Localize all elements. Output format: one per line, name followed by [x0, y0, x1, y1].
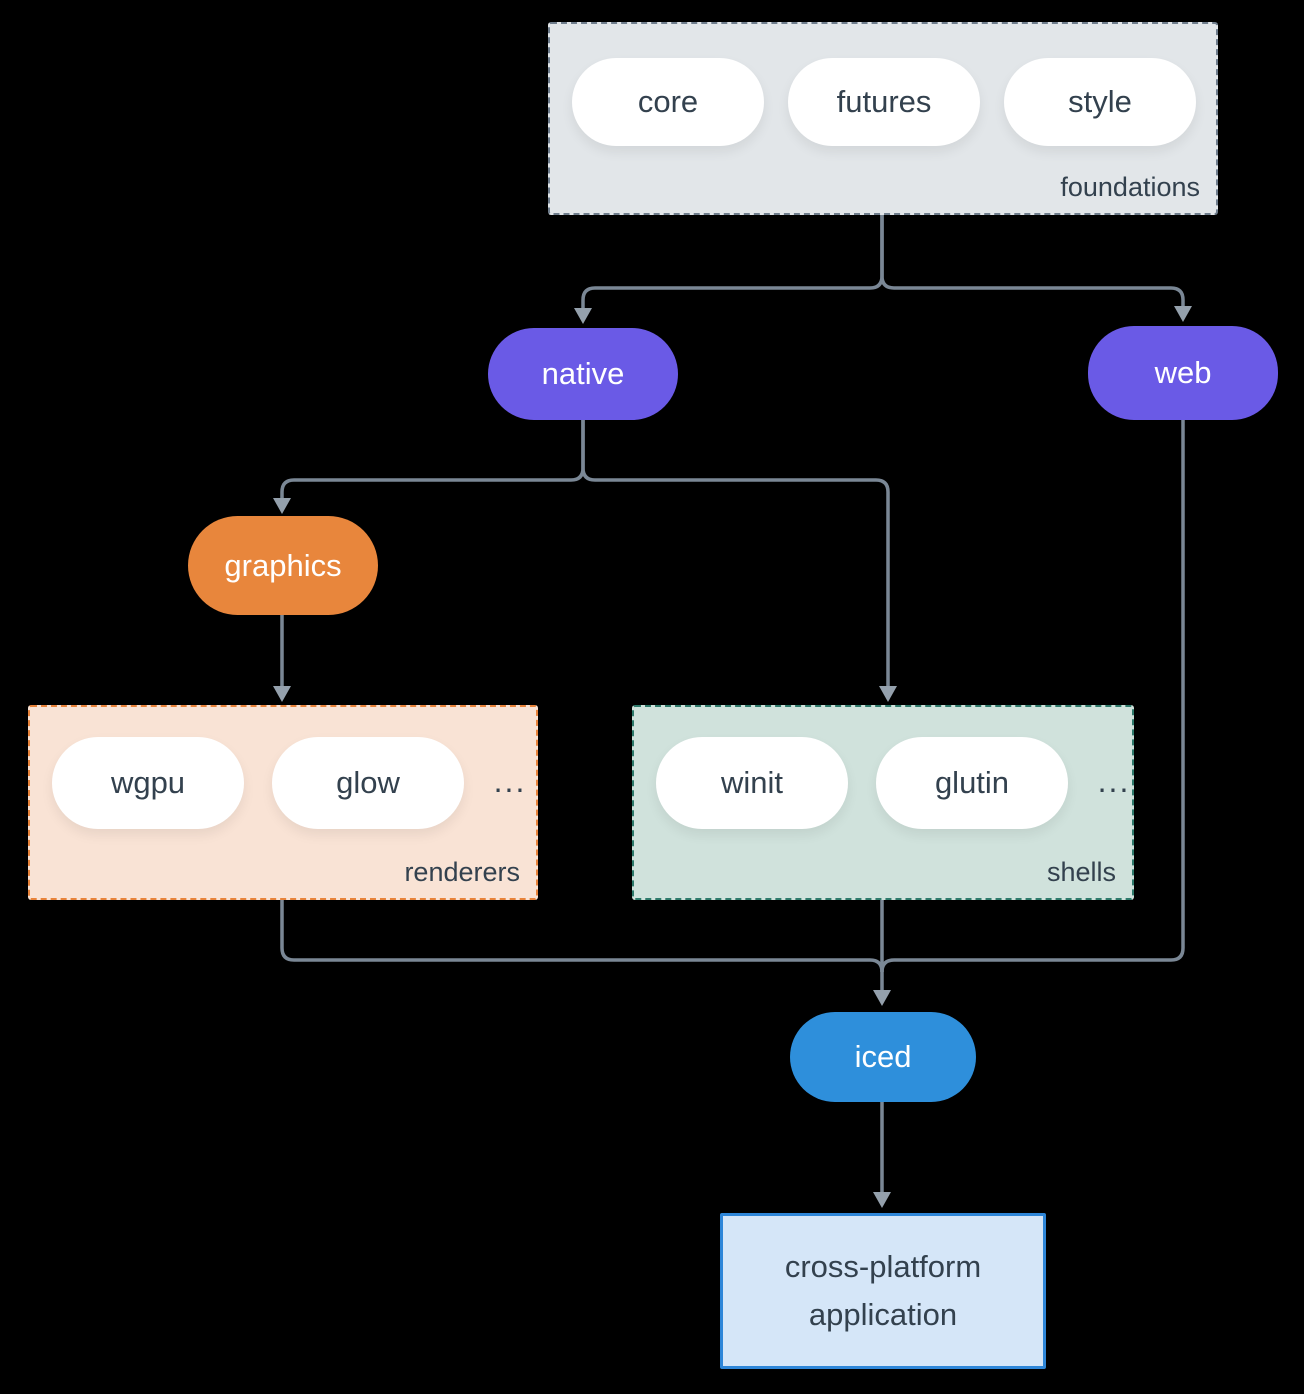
edge-foundations-to-web	[880, 215, 1185, 306]
edge-native-to-graphics	[280, 420, 585, 498]
group-shells: winit glutin ... shells	[632, 705, 1134, 900]
node-glutin: glutin	[876, 737, 1068, 829]
arrowhead-into-web	[1174, 306, 1192, 322]
arrowhead-into-renderers	[273, 686, 291, 702]
edge-foundations-to-native	[581, 215, 884, 308]
arrowhead-into-graphics	[273, 498, 291, 514]
group-renderers: wgpu glow ... renderers	[28, 705, 538, 900]
node-iced: iced	[790, 1012, 976, 1102]
node-futures-label: futures	[836, 84, 932, 119]
edge-renderers-to-iced	[280, 900, 884, 973]
node-glow-label: glow	[336, 765, 400, 800]
node-web-label: web	[1154, 355, 1212, 390]
renderers-ellipsis: ...	[493, 763, 527, 799]
node-futures: futures	[788, 58, 980, 146]
arrowhead-into-native	[574, 308, 592, 324]
group-renderers-label: renderers	[404, 857, 520, 887]
node-native: native	[488, 328, 678, 420]
edge-web-to-iced	[880, 420, 1185, 973]
node-native-label: native	[541, 356, 625, 391]
node-glow: glow	[272, 737, 464, 829]
edge-native-to-shells	[581, 420, 890, 686]
group-foundations-label: foundations	[1060, 172, 1200, 202]
node-core: core	[572, 58, 764, 146]
group-foundations: core futures style foundations	[548, 22, 1218, 215]
app-label-line2: application	[808, 1297, 958, 1332]
arrowhead-into-app	[873, 1192, 891, 1208]
node-core-label: core	[637, 84, 699, 119]
node-cross-platform-application: cross-platform application	[720, 1213, 1046, 1369]
group-shells-label: shells	[1046, 857, 1116, 887]
node-winit-label: winit	[720, 765, 783, 800]
node-wgpu-label: wgpu	[110, 765, 186, 800]
node-iced-label: iced	[854, 1039, 912, 1074]
node-style-label: style	[1068, 84, 1132, 119]
node-graphics: graphics	[188, 516, 378, 615]
shells-ellipsis: ...	[1097, 763, 1131, 799]
node-style: style	[1004, 58, 1196, 146]
node-winit: winit	[656, 737, 848, 829]
app-label-line1: cross-platform	[784, 1249, 982, 1284]
arrowhead-into-shells	[879, 686, 897, 702]
node-web: web	[1088, 326, 1278, 420]
arrowhead-into-iced	[873, 990, 891, 1006]
node-glutin-label: glutin	[934, 765, 1010, 800]
node-wgpu: wgpu	[52, 737, 244, 829]
node-graphics-label: graphics	[224, 547, 342, 583]
